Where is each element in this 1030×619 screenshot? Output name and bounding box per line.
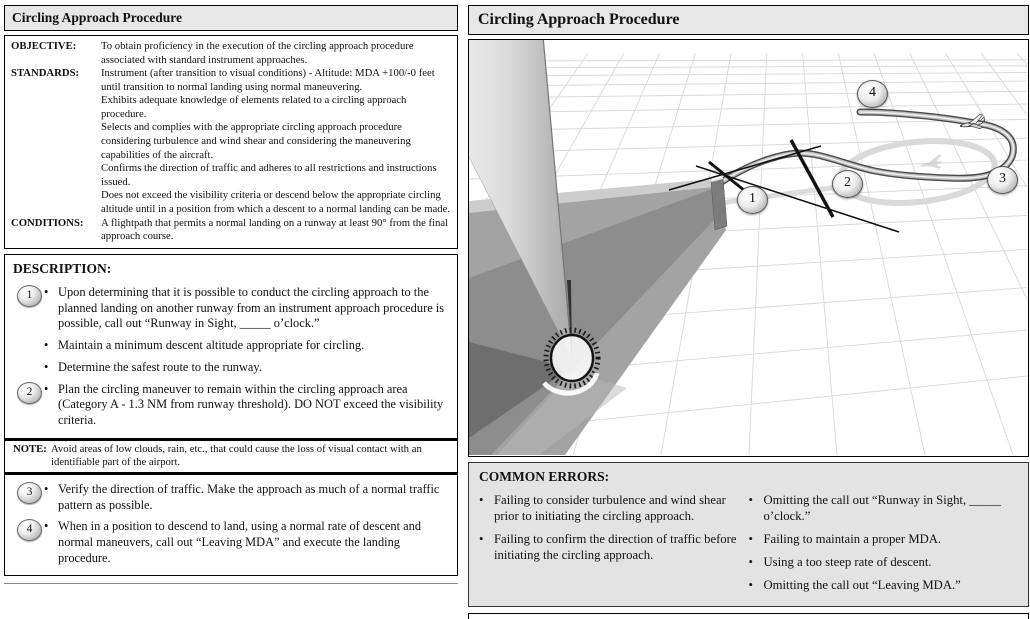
common-errors-columns: • Failing to consider turbulence and win…: [479, 489, 1018, 600]
bullet-glyph: •: [748, 532, 753, 546]
description-box: DESCRIPTION: 1 • Upon determining that i…: [4, 253, 458, 576]
diagram-marker-1: 1: [737, 186, 768, 214]
spec-box: OBJECTIVE: To obtain proficiency in the …: [4, 35, 458, 249]
bullet-glyph: •: [44, 381, 49, 396]
error-text: Omitting the call out “Leaving MDA.”: [763, 578, 961, 592]
common-errors-box: COMMON ERRORS: • Failing to consider tur…: [468, 462, 1029, 607]
step-4-circle: 4: [17, 519, 42, 542]
bullet-glyph: •: [44, 338, 49, 353]
step-number-badge: 4: [17, 519, 44, 566]
spec-paragraph: Instrument (after transition to visual c…: [101, 67, 435, 93]
error-text: Failing to confirm the direction of traf…: [494, 532, 737, 562]
description-step-4: 4 • When in a position to descend to lan…: [5, 516, 457, 569]
spec-label: OBJECTIVE:: [11, 40, 77, 52]
step-text: When in a position to descend to land, u…: [58, 519, 422, 565]
step-text: Maintain a minimum descent altitude appr…: [58, 338, 365, 353]
common-errors-right-column: • Omitting the call out “Runway in Sight…: [749, 489, 1019, 600]
description-heading: DESCRIPTION:: [13, 260, 112, 276]
step-text: Verify the direction of traffic. Make th…: [58, 481, 440, 512]
spec-paragraph: Exhibits adequate knowledge of elements …: [101, 94, 407, 120]
left-header: Circling Approach Procedure: [4, 5, 458, 31]
common-errors-heading: COMMON ERRORS:: [479, 469, 610, 484]
error-item: • Failing to consider turbulence and win…: [479, 492, 739, 524]
left-header-title: Circling Approach Procedure: [12, 10, 183, 25]
bullet-glyph: •: [44, 284, 49, 299]
right-column: Circling Approach Procedure: [468, 5, 1029, 619]
spec-label: CONDITIONS:: [11, 216, 84, 229]
circling-approach-diagram: 1 2 3 4: [468, 39, 1029, 457]
spec-paragraph: Confirms the direction of traffic and ad…: [101, 162, 437, 188]
error-text: Omitting the call out “Runway in Sight, …: [763, 493, 1002, 523]
right-header-title: Circling Approach Procedure: [478, 11, 680, 28]
step-3-circle: 3: [17, 481, 42, 504]
right-header: Circling Approach Procedure: [468, 5, 1029, 35]
bullet-glyph: •: [479, 532, 484, 546]
step-number-badge: 1: [17, 284, 44, 332]
bullet-glyph: •: [748, 555, 753, 569]
compass-rose: [542, 327, 601, 396]
spec-paragraph: A flightpath that permits a normal landi…: [101, 216, 449, 243]
error-text: Failing to consider turbulence and wind …: [494, 493, 726, 523]
step-text: Plan the circling maneuver to remain wit…: [58, 381, 444, 428]
description-bullet: • Maintain a minimum descent altitude ap…: [5, 335, 457, 357]
step-text: Upon determining that it is possible to …: [58, 284, 445, 331]
corridor-end-wall: [710, 177, 728, 231]
note-text: Avoid areas of low clouds, rain, etc., t…: [51, 442, 422, 469]
common-errors-left-column: • Failing to consider turbulence and win…: [479, 489, 749, 600]
step-1-circle: 1: [17, 284, 42, 307]
runway-lines: [668, 139, 900, 233]
bullet-glyph: •: [44, 359, 49, 374]
spec-paragraph: Does not exceed the visibility criteria …: [101, 189, 451, 215]
error-text: Using a too steep rate of descent.: [763, 555, 932, 569]
description-step-2: 2 • Plan the circling maneuver to remain…: [5, 379, 457, 432]
next-box-edge: [468, 613, 1029, 619]
spec-paragraph: To obtain proficiency in the execution o…: [101, 40, 414, 66]
diagram-canvas: [469, 40, 1027, 455]
step-number-spacer: [17, 338, 44, 354]
step-number-spacer: [17, 360, 44, 376]
error-item: • Using a too steep rate of descent.: [749, 554, 1009, 570]
step-2-circle: 2: [17, 381, 42, 404]
bullet-glyph: •: [479, 493, 484, 507]
note-band: NOTE: Avoid areas of low clouds, rain, e…: [5, 437, 457, 475]
airplane-icon: [960, 114, 986, 130]
spec-row-standards: STANDARDS: Instrument (after transition …: [11, 67, 451, 216]
left-column: Circling Approach Procedure OBJECTIVE: T…: [4, 5, 458, 586]
spec-label: STANDARDS:: [11, 67, 80, 80]
description-step-1: 1 • Upon determining that it is possible…: [5, 282, 457, 335]
bullet-glyph: •: [44, 481, 49, 496]
diagram-marker-3: 3: [987, 166, 1018, 194]
spec-text: To obtain proficiency in the execution o…: [101, 40, 451, 67]
spec-paragraph: Selects and complies with the appropriat…: [101, 121, 411, 161]
step-number-badge: 2: [17, 381, 44, 429]
bullet-glyph: •: [748, 493, 753, 507]
error-text: Failing to maintain a proper MDA.: [763, 532, 942, 546]
spec-text: A flightpath that permits a normal landi…: [101, 217, 451, 244]
step-number-badge: 3: [17, 481, 44, 514]
step-text: Determine the safest route to the runway…: [58, 359, 262, 374]
error-item: • Failing to confirm the direction of tr…: [479, 531, 739, 563]
description-bullet: • Determine the safest route to the runw…: [5, 357, 457, 379]
diagram-marker-2: 2: [832, 170, 863, 198]
description-step-3: 3 • Verify the direction of traffic. Mak…: [5, 479, 457, 517]
error-item: • Omitting the call out “Leaving MDA.”: [749, 577, 1009, 593]
error-item: • Failing to maintain a proper MDA.: [749, 531, 1009, 547]
spec-row-objective: OBJECTIVE: To obtain proficiency in the …: [11, 40, 451, 67]
spec-text: Instrument (after transition to visual c…: [101, 67, 451, 216]
bullet-glyph: •: [44, 519, 49, 534]
next-box-edge: [4, 582, 458, 586]
airplane-shadow-icon: [920, 154, 942, 169]
diagram-marker-4: 4: [857, 80, 888, 108]
error-item: • Omitting the call out “Runway in Sight…: [749, 492, 1009, 524]
bullet-glyph: •: [748, 578, 753, 592]
note-label: NOTE:: [13, 442, 47, 455]
spec-row-conditions: CONDITIONS: A flightpath that permits a …: [11, 217, 451, 244]
